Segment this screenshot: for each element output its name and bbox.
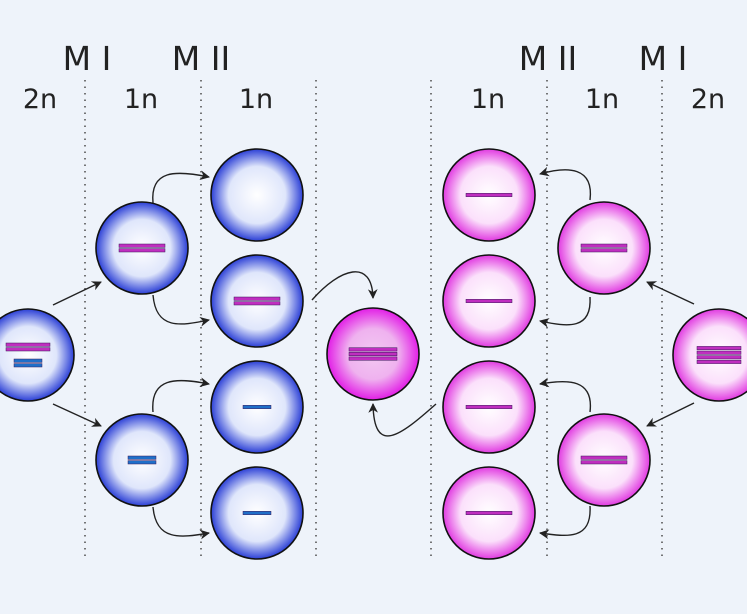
female-gamete-cell	[442, 148, 536, 242]
ploidy-label: 2n	[23, 84, 57, 115]
chromosome-maternal	[348, 347, 398, 352]
chromosome-maternal	[118, 243, 166, 248]
male-meiosis1-cell	[95, 201, 189, 295]
chromosome-maternal	[465, 511, 513, 515]
chromosome-paternal	[242, 511, 272, 515]
zygote-cell	[326, 307, 420, 401]
chromosome-paternal	[127, 460, 157, 465]
arrow	[52, 281, 102, 306]
chromosome-paternal	[13, 363, 43, 368]
cell-membrane	[0, 308, 75, 402]
arrow	[539, 166, 592, 201]
female-gamete-cell	[442, 254, 536, 348]
chromosome-maternal	[696, 359, 742, 364]
cell-membrane	[210, 254, 304, 348]
chromosome-maternal	[696, 355, 742, 360]
chromosome-maternal	[580, 248, 628, 253]
chromosome-maternal	[696, 346, 742, 351]
chromosome-maternal	[233, 301, 281, 306]
chromosome-maternal	[580, 243, 628, 248]
ploidy-label: 1n	[239, 84, 273, 115]
chromosome-maternal	[465, 299, 513, 303]
arrows	[52, 166, 695, 540]
arrow	[539, 377, 592, 413]
female-meiosis1-cell	[557, 413, 651, 507]
chromosome-maternal	[233, 296, 281, 301]
cell-membrane	[210, 148, 304, 242]
arrow	[152, 377, 210, 413]
chromosome-paternal	[242, 405, 272, 409]
chromosome-maternal	[465, 193, 513, 197]
arrow	[368, 403, 437, 437]
arrow	[52, 403, 102, 427]
male-gamete-cell	[210, 360, 304, 454]
chromosome-maternal	[580, 460, 628, 465]
chromosome-maternal	[696, 350, 742, 355]
male-gamete-cell	[210, 148, 304, 242]
stage-label-left-mI: M I	[63, 39, 112, 78]
cell-membrane	[95, 201, 189, 295]
ploidy-labels: 2n 1n 1n 1n 1n 2n	[23, 84, 725, 115]
cell-membrane	[672, 308, 747, 402]
arrow	[539, 505, 591, 540]
chromosome-paternal	[127, 455, 157, 460]
cell-membrane	[557, 413, 651, 507]
male-meiosis1-cell	[95, 413, 189, 507]
stage-labels: M I M II M II M I	[63, 39, 688, 78]
chromosome-maternal	[348, 356, 398, 361]
stage-label-left-mII: M II	[172, 39, 230, 78]
chromosome-maternal	[118, 248, 166, 253]
cell-membrane	[95, 413, 189, 507]
stage-label-right-mII: M II	[519, 39, 577, 78]
chromosome-maternal	[5, 342, 51, 347]
arrow	[539, 296, 591, 328]
arrow	[646, 402, 695, 427]
male-parent-cell	[0, 308, 75, 402]
ploidy-label: 1n	[471, 84, 505, 115]
chromosome-paternal	[13, 358, 43, 363]
stage-label-right-mI: M I	[639, 39, 688, 78]
ploidy-label: 1n	[124, 84, 158, 115]
arrow	[152, 506, 210, 540]
female-gamete-cell	[442, 360, 536, 454]
arrow	[646, 281, 695, 305]
female-gamete-cell	[442, 466, 536, 560]
male-gamete-cell	[210, 466, 304, 560]
cells	[0, 148, 747, 560]
arrow	[152, 170, 210, 204]
chromosome-maternal	[348, 352, 398, 356]
female-meiosis1-cell	[557, 201, 651, 295]
chromosome-maternal	[5, 347, 51, 352]
cell-membrane	[557, 201, 651, 295]
ploidy-label: 1n	[585, 84, 619, 115]
male-gamete-cell	[210, 254, 304, 348]
chromosome-maternal	[465, 405, 513, 409]
chromosome-maternal	[580, 455, 628, 460]
ploidy-label: 2n	[691, 84, 725, 115]
arrow	[311, 271, 378, 301]
female-parent-cell	[672, 308, 747, 402]
arrow	[152, 294, 210, 327]
